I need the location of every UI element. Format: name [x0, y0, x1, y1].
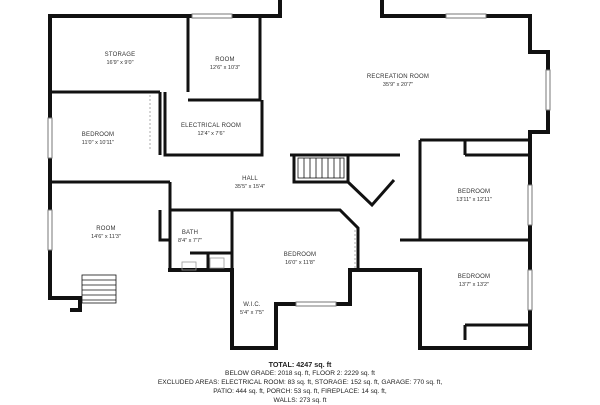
summary-line-3: PATIO: 444 sq. ft, PORCH: 53 sq. ft, FIR… — [213, 388, 387, 395]
room-dimensions: 13'11" x 12'11" — [456, 196, 492, 203]
room-name: W.I.C. — [243, 302, 261, 308]
room-dimensions: 12'4" x 7'6" — [197, 130, 225, 137]
room-name: BEDROOM — [81, 132, 115, 138]
room-dimensions: 35'9" x 20'7" — [382, 81, 414, 88]
room-name: HALL — [242, 176, 258, 182]
room-name: ROOM — [96, 226, 116, 232]
room-dimensions: 11'0" x 10'11" — [81, 139, 115, 146]
room-dimensions: 35'5" x 15'4" — [234, 183, 266, 190]
room-label-room-left: ROOM 14'6" x 11'3" — [91, 226, 121, 240]
room-label-bedroom-right-top: BEDROOM 13'11" x 12'11" — [456, 189, 491, 203]
room-label-storage: STORAGE 16'9" x 9'0" — [105, 52, 136, 66]
room-dimensions: 5'4" x 7'5" — [239, 309, 265, 316]
stairs — [81, 157, 345, 304]
exterior-walls — [48, 0, 550, 350]
fixtures — [149, 95, 356, 271]
room-name: ROOM — [215, 57, 235, 63]
room-label-bedroom-left: BEDROOM 11'0" x 10'11" — [82, 132, 114, 146]
room-dimensions: 13'7" x 13'2" — [458, 281, 490, 288]
room-label-electrical-room: ELECTRICAL ROOM 12'4" x 7'6" — [181, 123, 241, 137]
room-label-wic: W.I.C. 5'4" x 7'5" — [240, 302, 264, 316]
room-name: BATH — [181, 230, 199, 236]
room-name: BEDROOM — [457, 189, 491, 195]
interior-walls — [50, 16, 530, 340]
room-name: BEDROOM — [457, 274, 491, 280]
room-label-bedroom-middle: BEDROOM 16'0" x 11'8" — [284, 252, 316, 266]
summary-line-1: BELOW GRADE: 2018 sq. ft, FLOOR 2: 2229 … — [225, 370, 375, 377]
room-label-bath: BATH 8'4" x 7'7" — [178, 230, 202, 244]
room-label-hall: HALL 35'5" x 15'4" — [235, 176, 265, 190]
room-label-bedroom-right-bottom: BEDROOM 13'7" x 13'2" — [458, 274, 490, 288]
windows — [47, 13, 551, 311]
room-dimensions: 16'0" x 11'8" — [285, 259, 315, 266]
room-name: BEDROOM — [283, 252, 317, 258]
room-label-room-top: ROOM 12'6" x 10'3" — [210, 57, 240, 71]
area-summary: TOTAL: 4247 sq. ft BELOW GRADE: 2018 sq.… — [0, 360, 600, 405]
room-name: STORAGE — [104, 52, 136, 58]
room-name: RECREATION ROOM — [366, 74, 430, 80]
room-dimensions: 12'6" x 10'3" — [209, 64, 241, 71]
room-dimensions: 8'4" x 7'7" — [177, 237, 203, 244]
floor-plan — [47, 0, 551, 350]
summary-line-4: WALLS: 273 sq. ft — [273, 397, 327, 404]
room-name: ELECTRICAL ROOM — [180, 123, 242, 129]
room-dimensions: 14'6" x 11'3" — [91, 233, 121, 240]
total-area: TOTAL: 4247 sq. ft — [268, 360, 332, 369]
room-dimensions: 16'9" x 9'0" — [106, 59, 134, 66]
summary-line-2: EXCLUDED AREAS: ELECTRICAL ROOM: 83 sq. … — [157, 379, 443, 386]
room-label-recreation-room: RECREATION ROOM 35'9" x 20'7" — [367, 74, 429, 88]
